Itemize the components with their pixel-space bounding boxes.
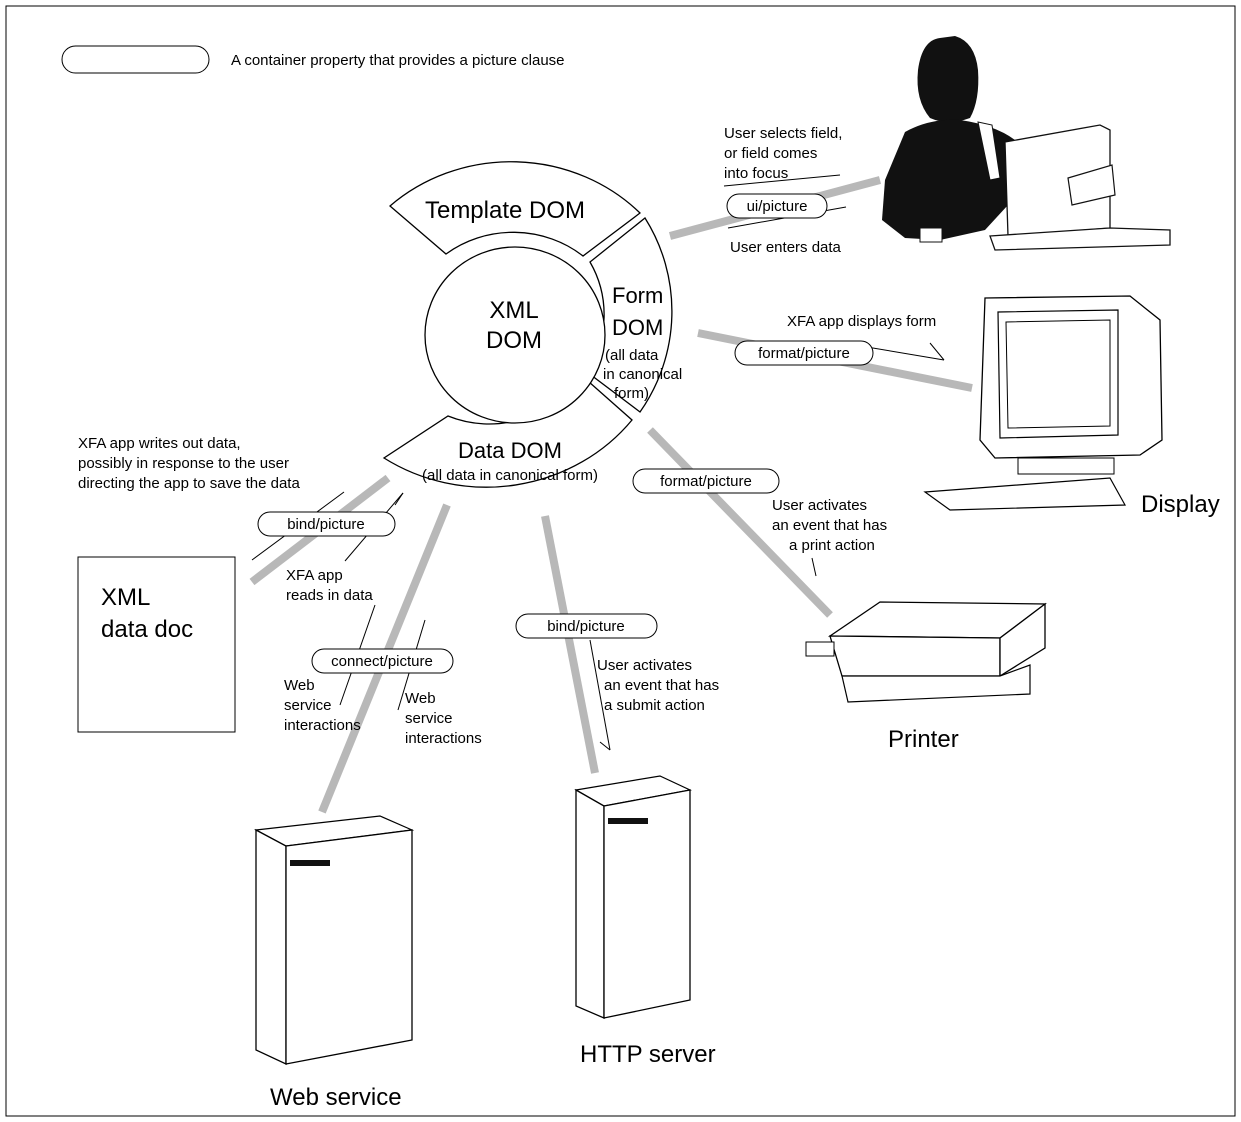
web-service-side-icon bbox=[285, 829, 413, 1065]
template-dom-label: Template DOM bbox=[425, 197, 585, 224]
note-web-right-1: Web bbox=[405, 690, 436, 707]
http-server-illustration: HTTP server bbox=[574, 775, 716, 1068]
web-service-slot-icon bbox=[290, 860, 330, 866]
user-desk-icon bbox=[989, 227, 1171, 251]
template-dom-sector bbox=[389, 161, 641, 257]
legend-text: A container property that provides a pic… bbox=[231, 52, 565, 69]
web-service-illustration: Web service bbox=[254, 815, 415, 1111]
user-at-computer-illustration bbox=[882, 36, 1171, 251]
note-web-right-3: interactions bbox=[405, 730, 482, 747]
note-writes-out-1: XFA app writes out data, bbox=[78, 435, 241, 452]
display-monitor-illustration: Display bbox=[923, 295, 1220, 518]
user-head-icon bbox=[917, 36, 979, 122]
legend: A container property that provides a pic… bbox=[61, 45, 565, 74]
bind-picture-doc-pill bbox=[257, 511, 396, 537]
tick-http bbox=[589, 639, 611, 751]
data-dom-note: (all data in canonical form) bbox=[422, 467, 598, 484]
tick-doc-3 bbox=[394, 492, 404, 506]
note-reads-in-1: XFA app bbox=[286, 567, 343, 584]
form-dom-note-1: (all data bbox=[605, 347, 659, 364]
form-dom-note-3: form) bbox=[614, 385, 649, 402]
web-service-front-icon bbox=[255, 828, 287, 1066]
connect-picture-pill bbox=[311, 648, 454, 674]
note-print-action-2: an event that has bbox=[772, 517, 887, 534]
bind-picture-http-label: bind/picture bbox=[547, 618, 625, 635]
printer-side-icon bbox=[999, 602, 1046, 678]
legend-pill bbox=[61, 45, 210, 74]
note-reads-in-2: reads in data bbox=[286, 587, 373, 604]
note-web-left-2: service bbox=[284, 697, 332, 714]
printer-illustration: Printer bbox=[805, 601, 1047, 753]
xml-data-doc-label-2: data doc bbox=[101, 616, 193, 643]
format-picture-display-label: format/picture bbox=[758, 345, 850, 362]
tick-http-2 bbox=[599, 741, 611, 751]
note-user-selects-1: User selects field, bbox=[724, 125, 842, 142]
dom-cluster: Template DOM XML DOM Form DOM (all data … bbox=[382, 161, 682, 488]
form-dom-sector bbox=[586, 217, 673, 413]
tick-user-1 bbox=[723, 174, 841, 187]
web-service-label: Web service bbox=[270, 1084, 402, 1111]
xml-data-doc: XML data doc bbox=[77, 556, 236, 733]
bind-picture-http-pill bbox=[515, 613, 658, 639]
http-server-label: HTTP server bbox=[580, 1041, 716, 1068]
connector-printer bbox=[647, 427, 833, 618]
xml-dom-circle bbox=[424, 246, 606, 424]
annotations: User selects field, or field comes into … bbox=[78, 125, 936, 747]
user-tie-icon bbox=[977, 121, 1001, 181]
connector-http-server bbox=[541, 515, 599, 774]
tick-display-2 bbox=[929, 342, 945, 361]
note-print-action-1: User activates bbox=[772, 497, 867, 514]
data-dom-label: Data DOM bbox=[458, 438, 562, 463]
ui-picture-label: ui/picture bbox=[747, 198, 808, 215]
printer-tray-icon bbox=[805, 641, 835, 657]
user-monitor-face-icon bbox=[1067, 164, 1116, 206]
xml-data-doc-box bbox=[77, 556, 236, 733]
note-web-right-2: service bbox=[405, 710, 453, 727]
xml-dom-label-2: DOM bbox=[486, 327, 542, 354]
user-hand-icon bbox=[919, 227, 943, 243]
note-submit-3: a submit action bbox=[604, 697, 705, 714]
note-writes-out-3: directing the app to save the data bbox=[78, 475, 300, 492]
form-dom-label-1: Form bbox=[612, 283, 663, 308]
http-server-side-icon bbox=[603, 789, 691, 1019]
note-displays-form: XFA app displays form bbox=[787, 313, 936, 330]
bind-picture-doc-label: bind/picture bbox=[287, 516, 365, 533]
display-label: Display bbox=[1141, 491, 1220, 518]
xml-dom-label-1: XML bbox=[489, 297, 538, 324]
ui-picture-pill bbox=[726, 193, 828, 219]
tick-print bbox=[811, 557, 817, 577]
note-user-selects-3: into focus bbox=[724, 165, 788, 182]
http-server-front-icon bbox=[575, 788, 605, 1019]
xml-data-doc-label-1: XML bbox=[101, 584, 150, 611]
note-web-left-3: interactions bbox=[284, 717, 361, 734]
printer-front-icon bbox=[829, 635, 1001, 677]
note-print-action-3: a print action bbox=[789, 537, 875, 554]
printer-base-icon bbox=[841, 664, 1031, 703]
note-submit-2: an event that has bbox=[604, 677, 719, 694]
picture-pills: ui/picture format/picture format/picture… bbox=[257, 193, 874, 674]
note-user-selects-2: or field comes bbox=[724, 145, 817, 162]
note-web-left-1: Web bbox=[284, 677, 315, 694]
form-dom-note-2: in canonical bbox=[603, 366, 682, 383]
note-submit-1: User activates bbox=[597, 657, 692, 674]
format-picture-print-label: format/picture bbox=[660, 473, 752, 490]
note-user-enters: User enters data bbox=[730, 239, 842, 256]
connect-picture-label: connect/picture bbox=[331, 653, 433, 670]
format-picture-display-pill bbox=[734, 340, 874, 366]
display-screen-icon bbox=[1005, 319, 1111, 429]
note-writes-out-2: possibly in response to the user bbox=[78, 455, 289, 472]
format-picture-print-pill bbox=[632, 468, 780, 494]
form-dom-label-2: DOM bbox=[612, 315, 663, 340]
display-keyboard-icon bbox=[923, 477, 1127, 511]
printer-label: Printer bbox=[888, 726, 959, 753]
display-stand-icon bbox=[1017, 457, 1115, 475]
http-server-slot-icon bbox=[608, 818, 648, 824]
